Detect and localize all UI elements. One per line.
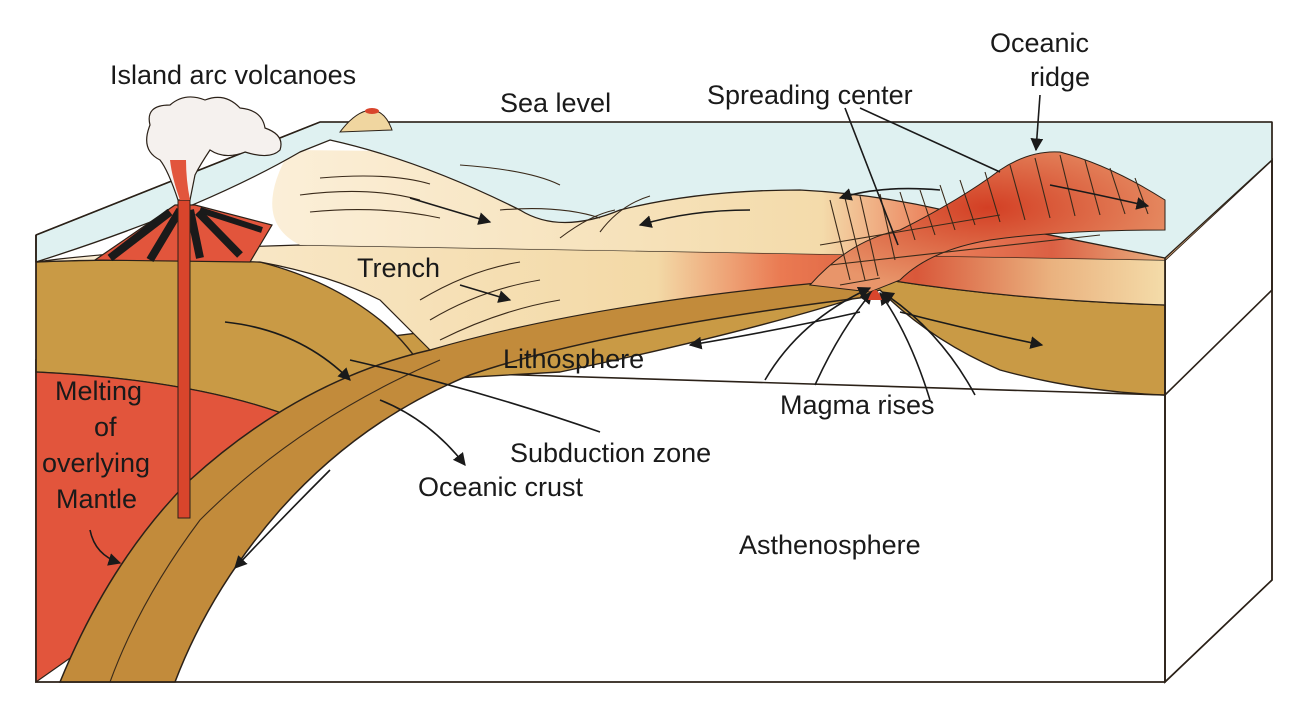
label-oceanic-crust: Oceanic crust [418, 472, 584, 502]
label-magma-rises: Magma rises [780, 390, 935, 420]
block-outline [35, 122, 1273, 683]
label-lithosphere: Lithosphere [503, 344, 644, 374]
magma-plume [868, 290, 882, 300]
label-island-arc-volcanoes: Island arc volcanoes [110, 60, 356, 90]
label-oceanic-ridge-line2: ridge [1030, 62, 1090, 92]
label-subduction-zone: Subduction zone [510, 438, 711, 468]
flow-arrows [89, 184, 1150, 569]
leader-lines [349, 94, 1044, 433]
magma-rise-lines [764, 286, 976, 401]
label-melting-line1: Melting [55, 376, 142, 406]
label-melting-line3: overlying [42, 448, 150, 478]
label-trench: Trench [357, 253, 440, 283]
label-melting-line2: of [94, 412, 117, 442]
label-asthenosphere: Asthenosphere [739, 530, 921, 560]
sediment-flow-lines [299, 164, 651, 341]
label-oceanic-ridge-line1: Oceanic [990, 28, 1089, 58]
label-melting-line4: Mantle [56, 484, 137, 514]
island-arc-volcano [93, 96, 282, 519]
label-spreading-center: Spreading center [707, 80, 913, 110]
distant-volcano [338, 108, 393, 133]
label-sea-level: Sea level [500, 88, 611, 118]
ridge-fracture-lines [819, 154, 1149, 286]
sea-surface-line [35, 121, 1272, 236]
slab-top-line [109, 359, 441, 683]
